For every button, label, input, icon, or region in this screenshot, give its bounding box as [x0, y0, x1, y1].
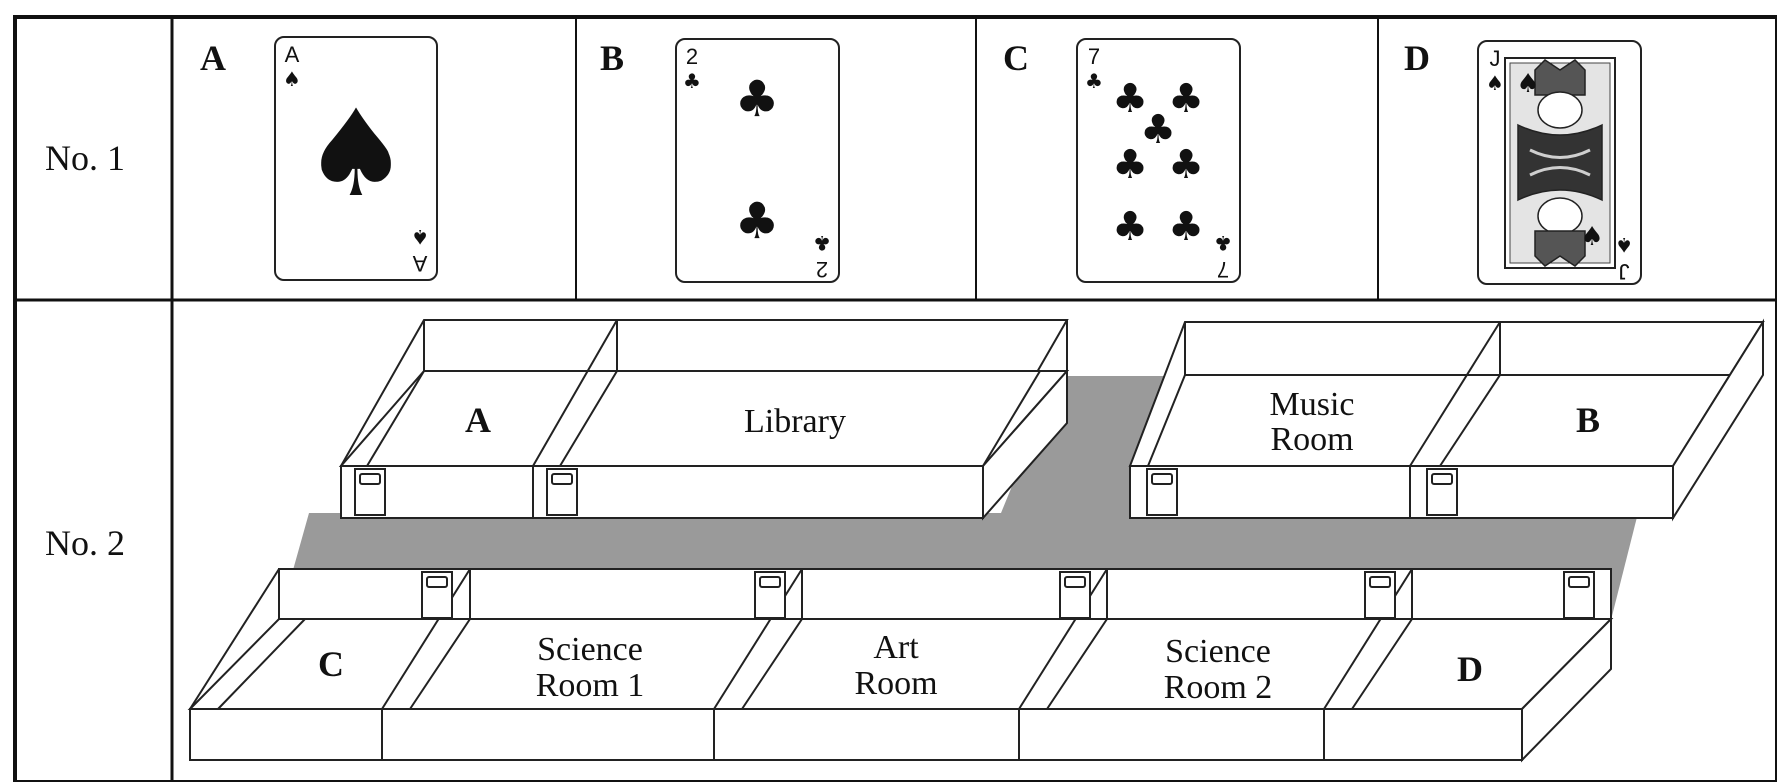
- club-icon: ♣: [683, 69, 701, 93]
- card-rank-d: J: [1490, 46, 1501, 71]
- science-room-1-label-line1: Science: [537, 631, 643, 668]
- svg-text:♠: ♠: [1516, 69, 1539, 99]
- option-letter-c: C: [1003, 38, 1029, 78]
- science-room-2-label-line1: Science: [1165, 633, 1271, 670]
- club-icon: ♣: [1085, 69, 1103, 93]
- svg-text:♠: ♠: [1580, 222, 1603, 252]
- row-label-2: No. 2: [45, 523, 125, 563]
- club-icon: ♣: [1168, 142, 1204, 188]
- card-option-c: C 7 ♣ ♣ ♣ ♣ ♣ ♣ ♣ ♣ 7 ♣: [1003, 38, 1241, 283]
- card-option-b: B 2 ♣ ♣ ♣ 2 ♣: [600, 38, 840, 283]
- card-option-a: A A ♠ ♠ A ♠: [200, 36, 438, 281]
- spade-icon: ♠: [1615, 233, 1633, 257]
- club-icon: ♣: [1112, 76, 1148, 122]
- school-floor-plan: A Library Music Room B: [187, 318, 1765, 763]
- art-room-label-line2: Room: [854, 665, 937, 702]
- club-icon: ♣: [1112, 142, 1148, 188]
- spade-icon: ♠: [283, 67, 301, 91]
- room-a-label: A: [465, 400, 491, 440]
- spade-icon: ♠: [1486, 71, 1504, 95]
- top-block-right: Music Room B: [1128, 318, 1765, 522]
- club-icon: ♣: [1140, 107, 1176, 153]
- room-c-label: C: [318, 644, 344, 684]
- library-label: Library: [744, 403, 846, 440]
- club-icon: ♣: [1168, 76, 1204, 122]
- science-room-2-label-line2: Room 2: [1164, 669, 1273, 706]
- card-rank-b-bottom: 2: [816, 257, 828, 282]
- club-icon: ♣: [735, 70, 780, 128]
- club-icon: ♣: [813, 231, 831, 255]
- science-room-1-label-line2: Room 1: [536, 667, 645, 704]
- row-label-1: No. 1: [45, 138, 125, 178]
- room-b-label: B: [1576, 400, 1600, 440]
- bottom-block: C Science Room 1 Art Room Science Room 2…: [187, 568, 1614, 763]
- card-rank-d-bottom: J: [1619, 259, 1630, 284]
- music-room-label-line2: Room: [1270, 421, 1353, 458]
- table-frame: [13, 15, 1777, 782]
- room-d-label: D: [1457, 649, 1483, 689]
- card-rank-b: 2: [686, 44, 698, 69]
- spade-icon: ♠: [411, 225, 429, 249]
- option-letter-a: A: [200, 38, 226, 78]
- option-letter-d: D: [1404, 38, 1430, 78]
- card-rank-a: A: [285, 42, 300, 67]
- option-letter-b: B: [600, 38, 624, 78]
- spade-icon: ♠: [302, 85, 410, 224]
- music-room-label-line1: Music: [1270, 386, 1355, 423]
- club-icon: ♣: [735, 192, 780, 250]
- club-icon: ♣: [1214, 231, 1232, 255]
- card-rank-c-bottom: 7: [1217, 257, 1229, 282]
- card-option-d: D J ♠ ♠ ♠ J ♠: [1404, 38, 1642, 285]
- jack-portrait-icon: ♠ ♠: [1504, 57, 1616, 269]
- top-block-left: A Library: [338, 319, 1070, 521]
- club-icon: ♣: [1168, 204, 1204, 250]
- club-icon: ♣: [1112, 204, 1148, 250]
- card-rank-a-bottom: A: [412, 251, 427, 276]
- art-room-label-line1: Art: [873, 629, 919, 666]
- card-rank-c: 7: [1088, 44, 1100, 69]
